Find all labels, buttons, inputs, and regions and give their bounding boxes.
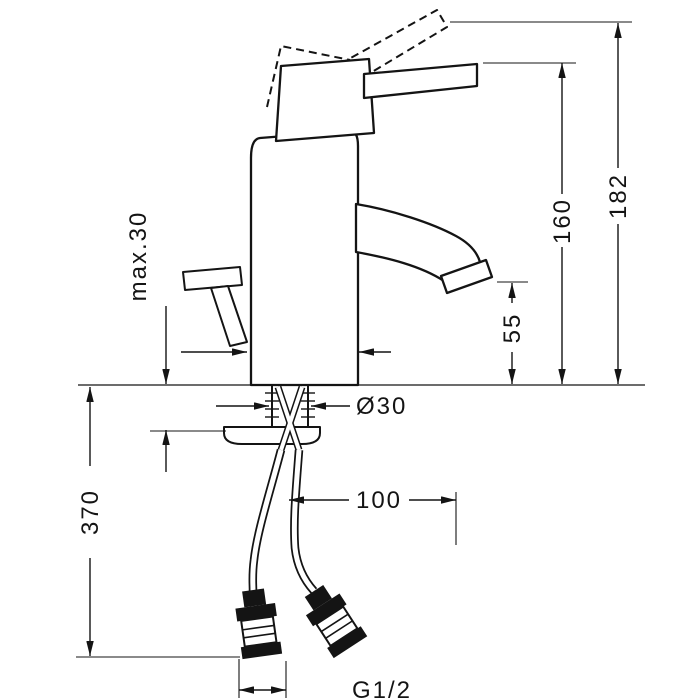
dim-label-55: 55 — [499, 313, 526, 344]
dim-160: 160 — [549, 63, 576, 384]
dim-100: 100 — [289, 487, 456, 514]
pop-up-rod-shaft — [210, 285, 248, 347]
supply-hose-right — [290, 449, 318, 594]
dim-label-g12: G1/2 — [352, 677, 412, 700]
pop-up-rod — [182, 266, 248, 347]
dim-thread-g12: G1/2 — [239, 677, 412, 700]
dim-max30: max.30 — [125, 211, 170, 472]
dim-label-diameter-30: Ø30 — [356, 393, 407, 420]
mounting-nut-washer — [223, 426, 321, 445]
supply-hose-left — [248, 448, 286, 592]
dim-label-max30: max.30 — [125, 211, 152, 302]
dim-label-160: 160 — [549, 198, 576, 244]
hose-crossing — [274, 385, 306, 452]
faucet-spout — [354, 202, 483, 283]
handle-lever — [362, 62, 479, 100]
handle-cap — [274, 57, 376, 143]
dim-label-182: 182 — [605, 173, 632, 219]
dim-370: 370 — [77, 387, 104, 656]
hose-connector-left — [235, 588, 283, 660]
dim-label-100: 100 — [356, 487, 402, 514]
dim-182: 182 — [605, 23, 632, 384]
dim-55: 55 — [499, 283, 526, 384]
dim-label-370: 370 — [77, 489, 104, 535]
spout-aerator — [439, 258, 494, 295]
pop-up-rod-knob — [182, 266, 243, 291]
dim-hole-diameter: Ø30 — [216, 393, 407, 420]
faucet-body — [249, 129, 360, 387]
hose-connector-right — [304, 585, 368, 659]
